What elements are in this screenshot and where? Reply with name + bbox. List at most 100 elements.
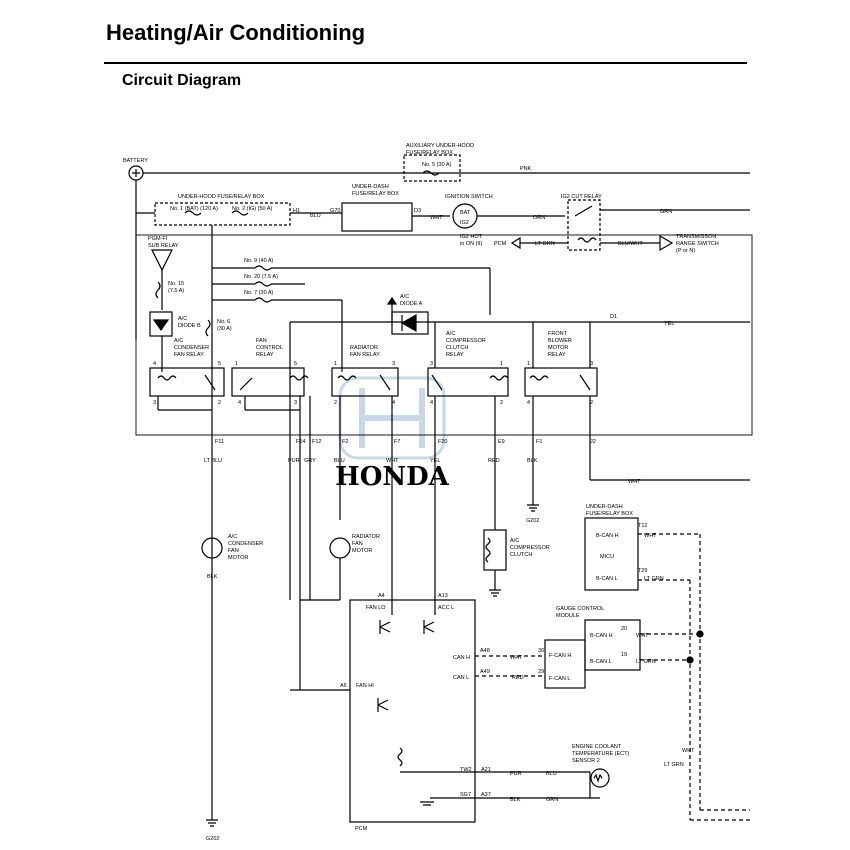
label-j2: J2 [590,439,596,445]
label-ltgrn-right: LT GRN [664,762,684,768]
section-title: Circuit Diagram [122,72,242,89]
label-clutch-2: COMPRESSOR [510,545,550,551]
label-cond-motor-4: MOTOR [228,555,248,561]
label-fuse6: No. 6 [217,319,230,325]
label-wire-blu: BLU [334,458,345,464]
label-wire-ltblu: LT BLU [204,458,222,464]
label-ig2-hot: IG2 HOT [460,234,483,240]
label-relay-fc: FAN [256,338,267,344]
label-wire-gry: GRY [304,458,316,464]
label-relay-fc-2: CONTROL [256,345,283,351]
label-gcm: GAUGE CONTROL [556,606,604,612]
label-f20: F20 [438,439,447,445]
label-relay-comp-4: RELAY [446,352,464,358]
label-pur-a21: PUR [510,771,522,777]
label-d3: D3 [414,208,421,214]
label-yel-d1: YEL [664,321,674,327]
label-ud-box2-2: FUSE/RELAY BOX [586,511,633,517]
pin-label: 2 [218,400,221,406]
label-ud-box: UNDER-DASH [352,184,389,190]
label-f2: F2 [342,439,348,445]
label-ect-2: TEMPERATURE (ECT) [572,751,630,757]
pin-label: 5 [218,361,221,367]
label-ect: ENGINE COOLANT [572,744,622,750]
label-relay-comp-2: COMPRESSOR [446,338,486,344]
label-gcm-bcanh: B-CAN H [590,633,613,639]
top-wiring [128,154,753,820]
label-t12: T12 [638,523,647,529]
label-wht-right: WHT [682,748,695,754]
label-wht-p20: WHT [636,633,649,639]
label-fan-hi: FAN HI [356,683,374,689]
label-trans-2: RANGE SWITCH [676,241,719,247]
label-uh-fuse1: No. 1 (BAT) (120 A) [170,206,218,212]
label-ect-3: SENSOR 2 [572,758,600,764]
label-pnk: PNK [520,166,532,172]
label-bcanl: B-CAN L [596,576,618,582]
label-cond-motor-3: FAN [228,548,239,554]
label-diode-a: A/C [400,294,409,300]
label-aux-fuse: No. 5 (30 A) [422,162,452,168]
pin-label: 3 [294,400,297,406]
label-grn-a37: GRN [546,797,558,803]
label-fuse9: No. 9 (40 A) [244,258,274,264]
condenser-motor-icon [201,537,223,559]
label-relay-fb-2: BLOWER [548,338,572,344]
pin-label: 4 [430,400,433,406]
pin-label: 3 [430,361,433,367]
label-gcm-bcanl: B-CAN L [590,659,612,665]
page-title: Heating/Air Conditioning [106,20,366,45]
label-a37: A37 [481,792,491,798]
pin-label: 4 [527,400,530,406]
label-blu-a21: BLU [546,771,557,777]
label-wire-wht: WHT [386,458,399,464]
label-rad-motor: RADIATOR [352,534,380,540]
label-fuse7: No. 7 (30 A) [244,290,274,296]
label-e9: E9 [498,439,505,445]
label-ud-box2: UNDER-DASH [586,504,623,510]
pin-label: 4 [238,400,241,406]
label-fan-lo: FAN LO [366,605,386,611]
label-fuse6-b: (30 A) [217,326,232,332]
pin-label: 3 [153,400,156,406]
label-trans-3: (P or N) [676,248,695,254]
pin-label: 2 [500,400,503,406]
label-relay-acc-2: CONDENSER [174,345,209,351]
pin-label: 3 [590,361,593,367]
label-fuse15: No. 15 [168,281,184,287]
label-p20: 20 [621,626,627,632]
label-g202-bottom: G202 [206,836,219,842]
label-ig2-hot-2: in ON (II) [460,241,482,247]
label-gcm-2: MODULE [556,613,580,619]
label-f12: F12 [312,439,321,445]
label-a49: A49 [480,669,490,675]
label-pgmfi: PGM-FI [148,236,168,242]
label-relay-rad-2: FAN RELAY [350,352,380,358]
label-wire-blk: BLK [527,458,538,464]
title-rule [104,62,747,64]
label-a6: A6 [340,683,347,689]
lower-wiring [201,504,750,827]
label-blk-a37: BLK [510,797,521,803]
label-wht-j2: WHT [628,479,641,485]
label-diode-b: A/C [178,316,187,322]
pin-label: 1 [527,361,530,367]
label-clutch-3: CLUTCH [510,552,532,558]
label-relay-acc: A/C [174,338,183,344]
label-trans-1: TRANSMISSON [676,234,716,240]
label-ltgrn-pcm: LT GRN [535,241,555,247]
label-relay-comp-3: CLUTCH [446,345,468,351]
label-micu: MICU [600,554,614,560]
label-f11: F11 [215,439,224,445]
label-g70: G70 [330,208,340,214]
label-rad-motor-2: FAN [352,541,363,547]
label-canl: CAN L [453,675,469,681]
label-relay-fb-4: RELAY [548,352,566,358]
pin-label: 3 [392,361,395,367]
label-ltgrn-t29: LT GRN [644,576,664,582]
label-ud-box-2: FUSE/RELAY BOX [352,191,399,197]
label-wht-t12: WHT [644,533,657,539]
label-blu-wht: BLU/WHT [618,241,643,247]
label-a48: A48 [480,648,490,654]
label-relay-fb-3: MOTOR [548,345,568,351]
